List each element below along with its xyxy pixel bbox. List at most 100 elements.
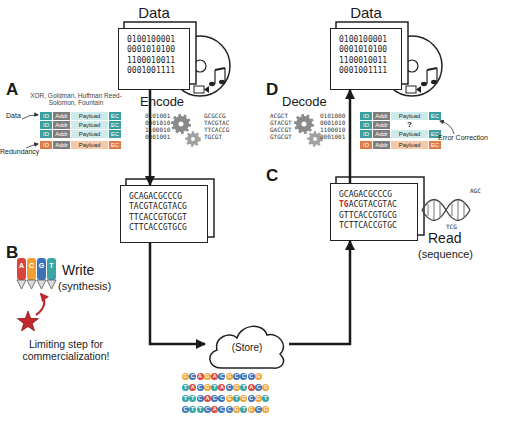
row-cell: Addr xyxy=(373,121,390,129)
row-cell: Payload xyxy=(391,141,428,149)
media-disc xyxy=(204,86,209,93)
pen-letter: G xyxy=(37,262,46,270)
row-cell: Payload xyxy=(71,130,108,138)
dna-bead: G xyxy=(233,384,240,391)
dna-helix xyxy=(464,202,465,218)
document-box: Data0100100001 0001010100 1100010011 000… xyxy=(330,28,402,90)
dna-bead: G xyxy=(262,406,269,413)
dna-bead: A xyxy=(218,384,225,391)
dna-bead-strand: GCAGACGCCCG xyxy=(182,373,262,380)
dna-helix xyxy=(440,202,441,218)
dna-bead: C xyxy=(226,406,233,413)
dna-bead: A xyxy=(211,406,218,413)
synthesis-pen xyxy=(47,258,56,280)
row-cell: Addr xyxy=(53,112,70,120)
error-highlight: TG xyxy=(339,200,349,209)
row-cell: EC xyxy=(109,130,121,138)
flow-arrow xyxy=(150,243,205,344)
gear-symbol xyxy=(173,116,321,145)
media-disc xyxy=(427,68,437,70)
row-cell: ID xyxy=(360,130,372,138)
leader-arrow xyxy=(22,115,38,119)
row-cell: Addr xyxy=(373,130,390,138)
media-disc xyxy=(215,68,225,70)
dna-bead: T xyxy=(182,384,189,391)
dna-bead: A xyxy=(248,384,255,391)
row-cell: Payload xyxy=(391,130,428,138)
dna-bead: C xyxy=(218,406,225,413)
base-letters: AGC xyxy=(470,188,481,195)
row-cell: Addr xyxy=(53,130,70,138)
row-cell: Addr xyxy=(373,112,390,120)
row-cell: ID xyxy=(360,121,372,129)
media-disc xyxy=(194,86,204,93)
media-disc xyxy=(416,86,421,93)
data-row: IDAddrPayloadEC xyxy=(360,112,442,120)
synthesis-pen xyxy=(27,258,36,280)
dna-bead: A xyxy=(189,384,196,391)
data-row: IDAddrPayloadEC xyxy=(40,112,122,120)
gear-symbol xyxy=(191,137,195,141)
dna-bead: C xyxy=(218,395,225,402)
dna-helix xyxy=(458,200,459,220)
data-row: IDAddrPayloadEC xyxy=(360,141,442,149)
dna-bead: T xyxy=(197,406,204,413)
data-row: IDAddrPayloadEC xyxy=(40,141,122,149)
media-disc xyxy=(209,82,215,86)
dna-bead: T xyxy=(189,406,196,413)
dna-bead: A xyxy=(204,395,211,402)
media-disc xyxy=(214,70,215,84)
dna-bead: T xyxy=(262,395,269,402)
data-title: Data xyxy=(119,4,189,22)
row-cell: ID xyxy=(40,112,52,120)
synthesis-pen xyxy=(17,258,56,289)
dna-helix xyxy=(452,204,453,216)
base-letters: TCG xyxy=(446,224,457,231)
sequence-text: GCAGACGCCCG TACGTACGTACG TTCACCGTGCGT CT… xyxy=(121,186,207,240)
gear-symbol xyxy=(296,116,312,132)
gear-symbol xyxy=(187,133,199,145)
binary-text: 0101000 0001010 1100010 0001001 xyxy=(320,113,347,141)
synthesis-pen xyxy=(17,258,26,280)
document-box: Data0100100001 0001010100 1100010011 000… xyxy=(118,28,190,90)
dna-bead: A xyxy=(211,373,218,380)
sequence-text: 0100100001 0001010100 1100010011 0001001… xyxy=(119,29,189,83)
dna-bead: T xyxy=(189,395,196,402)
leader-arrow xyxy=(440,121,454,134)
store-label: (Store) xyxy=(205,342,289,354)
media-disc xyxy=(224,68,225,82)
dna-bead: C xyxy=(233,373,240,380)
media-disc xyxy=(431,80,437,84)
media-disc xyxy=(219,80,225,84)
dna-bead: T xyxy=(211,384,218,391)
step-label: Read xyxy=(428,230,461,246)
dna-helix xyxy=(422,200,470,221)
panel-letter: C xyxy=(266,166,278,186)
row-cell: Addr xyxy=(53,121,70,129)
row-cell: ID xyxy=(40,141,52,149)
step-label: Encode xyxy=(140,95,184,110)
dna-bead-strand: TACGTACGTACG xyxy=(182,384,270,391)
row-cell: ID xyxy=(360,141,372,149)
gear-symbol xyxy=(313,137,317,141)
document-box: GCAGACGCCCG TGACGTACGTAC GTTCACCGTGCG TC… xyxy=(330,183,418,241)
dna-bead: C xyxy=(248,395,255,402)
panel-letter: B xyxy=(6,243,18,263)
dna-bead: C xyxy=(226,384,233,391)
dna-bead: G xyxy=(262,384,269,391)
media-disc xyxy=(436,68,437,82)
dna-bead: C xyxy=(255,406,262,413)
row-cell: EC xyxy=(109,141,121,149)
dna-bead: C xyxy=(189,373,196,380)
dna-helix xyxy=(428,204,429,216)
dna-text: ACGCT GTACGT GACCGT GTGCGT xyxy=(270,113,296,141)
media-disc xyxy=(421,82,427,86)
gear-symbol xyxy=(302,122,307,127)
sequence-text: GCAGACGCCCG TGACGTACGTAC GTTCACCGTGCG TC… xyxy=(331,184,417,238)
dna-bead: G xyxy=(248,406,255,413)
row-cell: Payload xyxy=(71,121,108,129)
dna-bead: C xyxy=(211,395,218,402)
dna-bead: G xyxy=(240,395,247,402)
dna-helix xyxy=(422,200,470,221)
